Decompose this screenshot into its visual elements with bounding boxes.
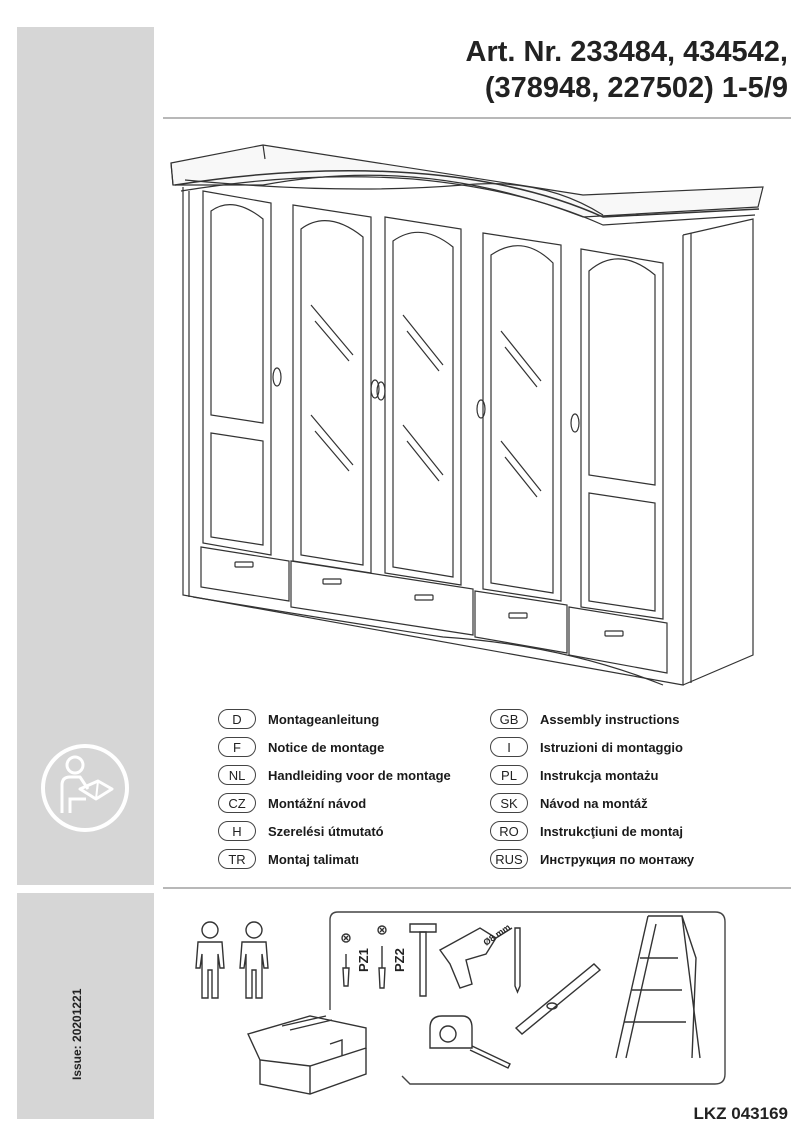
step-ladder-icon: [615, 915, 701, 1059]
pz2-label: PZ2: [392, 948, 407, 972]
lang-label: Instrukcţiuni de montaj: [540, 823, 684, 839]
screwdriver-pz1-icon: [341, 933, 351, 987]
lang-row-cz: CZ Montážní návod: [218, 792, 366, 814]
title-line-1: Art. Nr. 233484, 434542,: [465, 36, 788, 68]
lang-label: Handleiding voor de montage: [268, 767, 451, 783]
lang-label: Szerelési útmutató: [268, 823, 384, 839]
lang-code-badge: RUS: [490, 849, 528, 869]
lkz-number: LKZ 043169: [693, 1104, 789, 1123]
lang-row-nl: NL Handleiding voor de montage: [218, 764, 451, 786]
lang-label: Montážní návod: [268, 795, 367, 811]
lang-row-d: D Montageanleitung: [218, 708, 379, 730]
lang-label: Istruzioni di montaggio: [540, 739, 683, 755]
spirit-level-icon: [514, 963, 602, 1035]
lang-code-badge: CZ: [218, 793, 256, 813]
drill-size-label: Ø8 mm: [481, 922, 512, 948]
lang-code-badge: F: [218, 737, 256, 757]
lang-code-badge: SK: [490, 793, 528, 813]
sidebar-top-panel: [17, 27, 154, 885]
divider-top: [163, 117, 791, 119]
lang-code-badge: NL: [218, 765, 256, 785]
pz1-label: PZ1: [356, 948, 371, 972]
screwdriver-pz2-icon: [377, 925, 387, 989]
lang-row-pl: PL Instrukcja montażu: [490, 764, 658, 786]
lang-code-badge: I: [490, 737, 528, 757]
read-instructions-icon: [41, 744, 129, 832]
lang-row-i: I Istruzioni di montaggio: [490, 736, 683, 758]
lang-code-badge: H: [218, 821, 256, 841]
lang-label: Инструкция по монтажу: [540, 851, 695, 867]
lang-code-badge: PL: [490, 765, 528, 785]
person-icon: [239, 921, 269, 999]
lang-row-f: F Notice de montage: [218, 736, 384, 758]
lang-label: Montageanleitung: [268, 711, 380, 727]
article-number-title: Art. Nr. 233484, 434542, (378948, 227502…: [466, 34, 788, 106]
person-icon: [195, 921, 225, 999]
lang-row-rus: RUS Инструкция по монтажу: [490, 848, 694, 870]
hammer-icon: [409, 923, 437, 997]
lang-label: Notice de montage: [268, 739, 385, 755]
pencil-icon: [514, 927, 521, 994]
lang-label: Assembly instructions: [540, 711, 680, 727]
toolbox-icon: [247, 1015, 367, 1095]
tools-illustration: PZ1 PZ2 Ø8 mm: [195, 911, 726, 1095]
lang-row-tr: TR Montaj talimatı: [218, 848, 359, 870]
title-line-2: (378948, 227502) 1-5/9: [484, 72, 788, 104]
lang-row-sk: SK Návod na montáž: [490, 792, 648, 814]
lang-code-badge: GB: [490, 709, 528, 729]
sidebar-bottom-panel: [17, 893, 154, 1119]
lang-code-badge: D: [218, 709, 256, 729]
lang-row-gb: GB Assembly instructions: [490, 708, 679, 730]
divider-middle: [163, 887, 791, 889]
lang-code-badge: TR: [218, 849, 256, 869]
lang-label: Instrukcja montażu: [540, 767, 659, 783]
tape-measure-icon: [429, 1015, 511, 1069]
lang-label: Návod na montáž: [540, 795, 648, 811]
lang-label: Montaj talimatı: [268, 851, 360, 867]
lang-row-h: H Szerelési útmutató: [218, 820, 384, 842]
wardrobe-illustration: [170, 144, 764, 686]
lang-code-badge: RO: [490, 821, 528, 841]
lang-row-ro: RO Instrukcţiuni de montaj: [490, 820, 683, 842]
drill-icon: [438, 927, 513, 989]
issue-date: Issue: 20201221: [70, 988, 84, 1080]
